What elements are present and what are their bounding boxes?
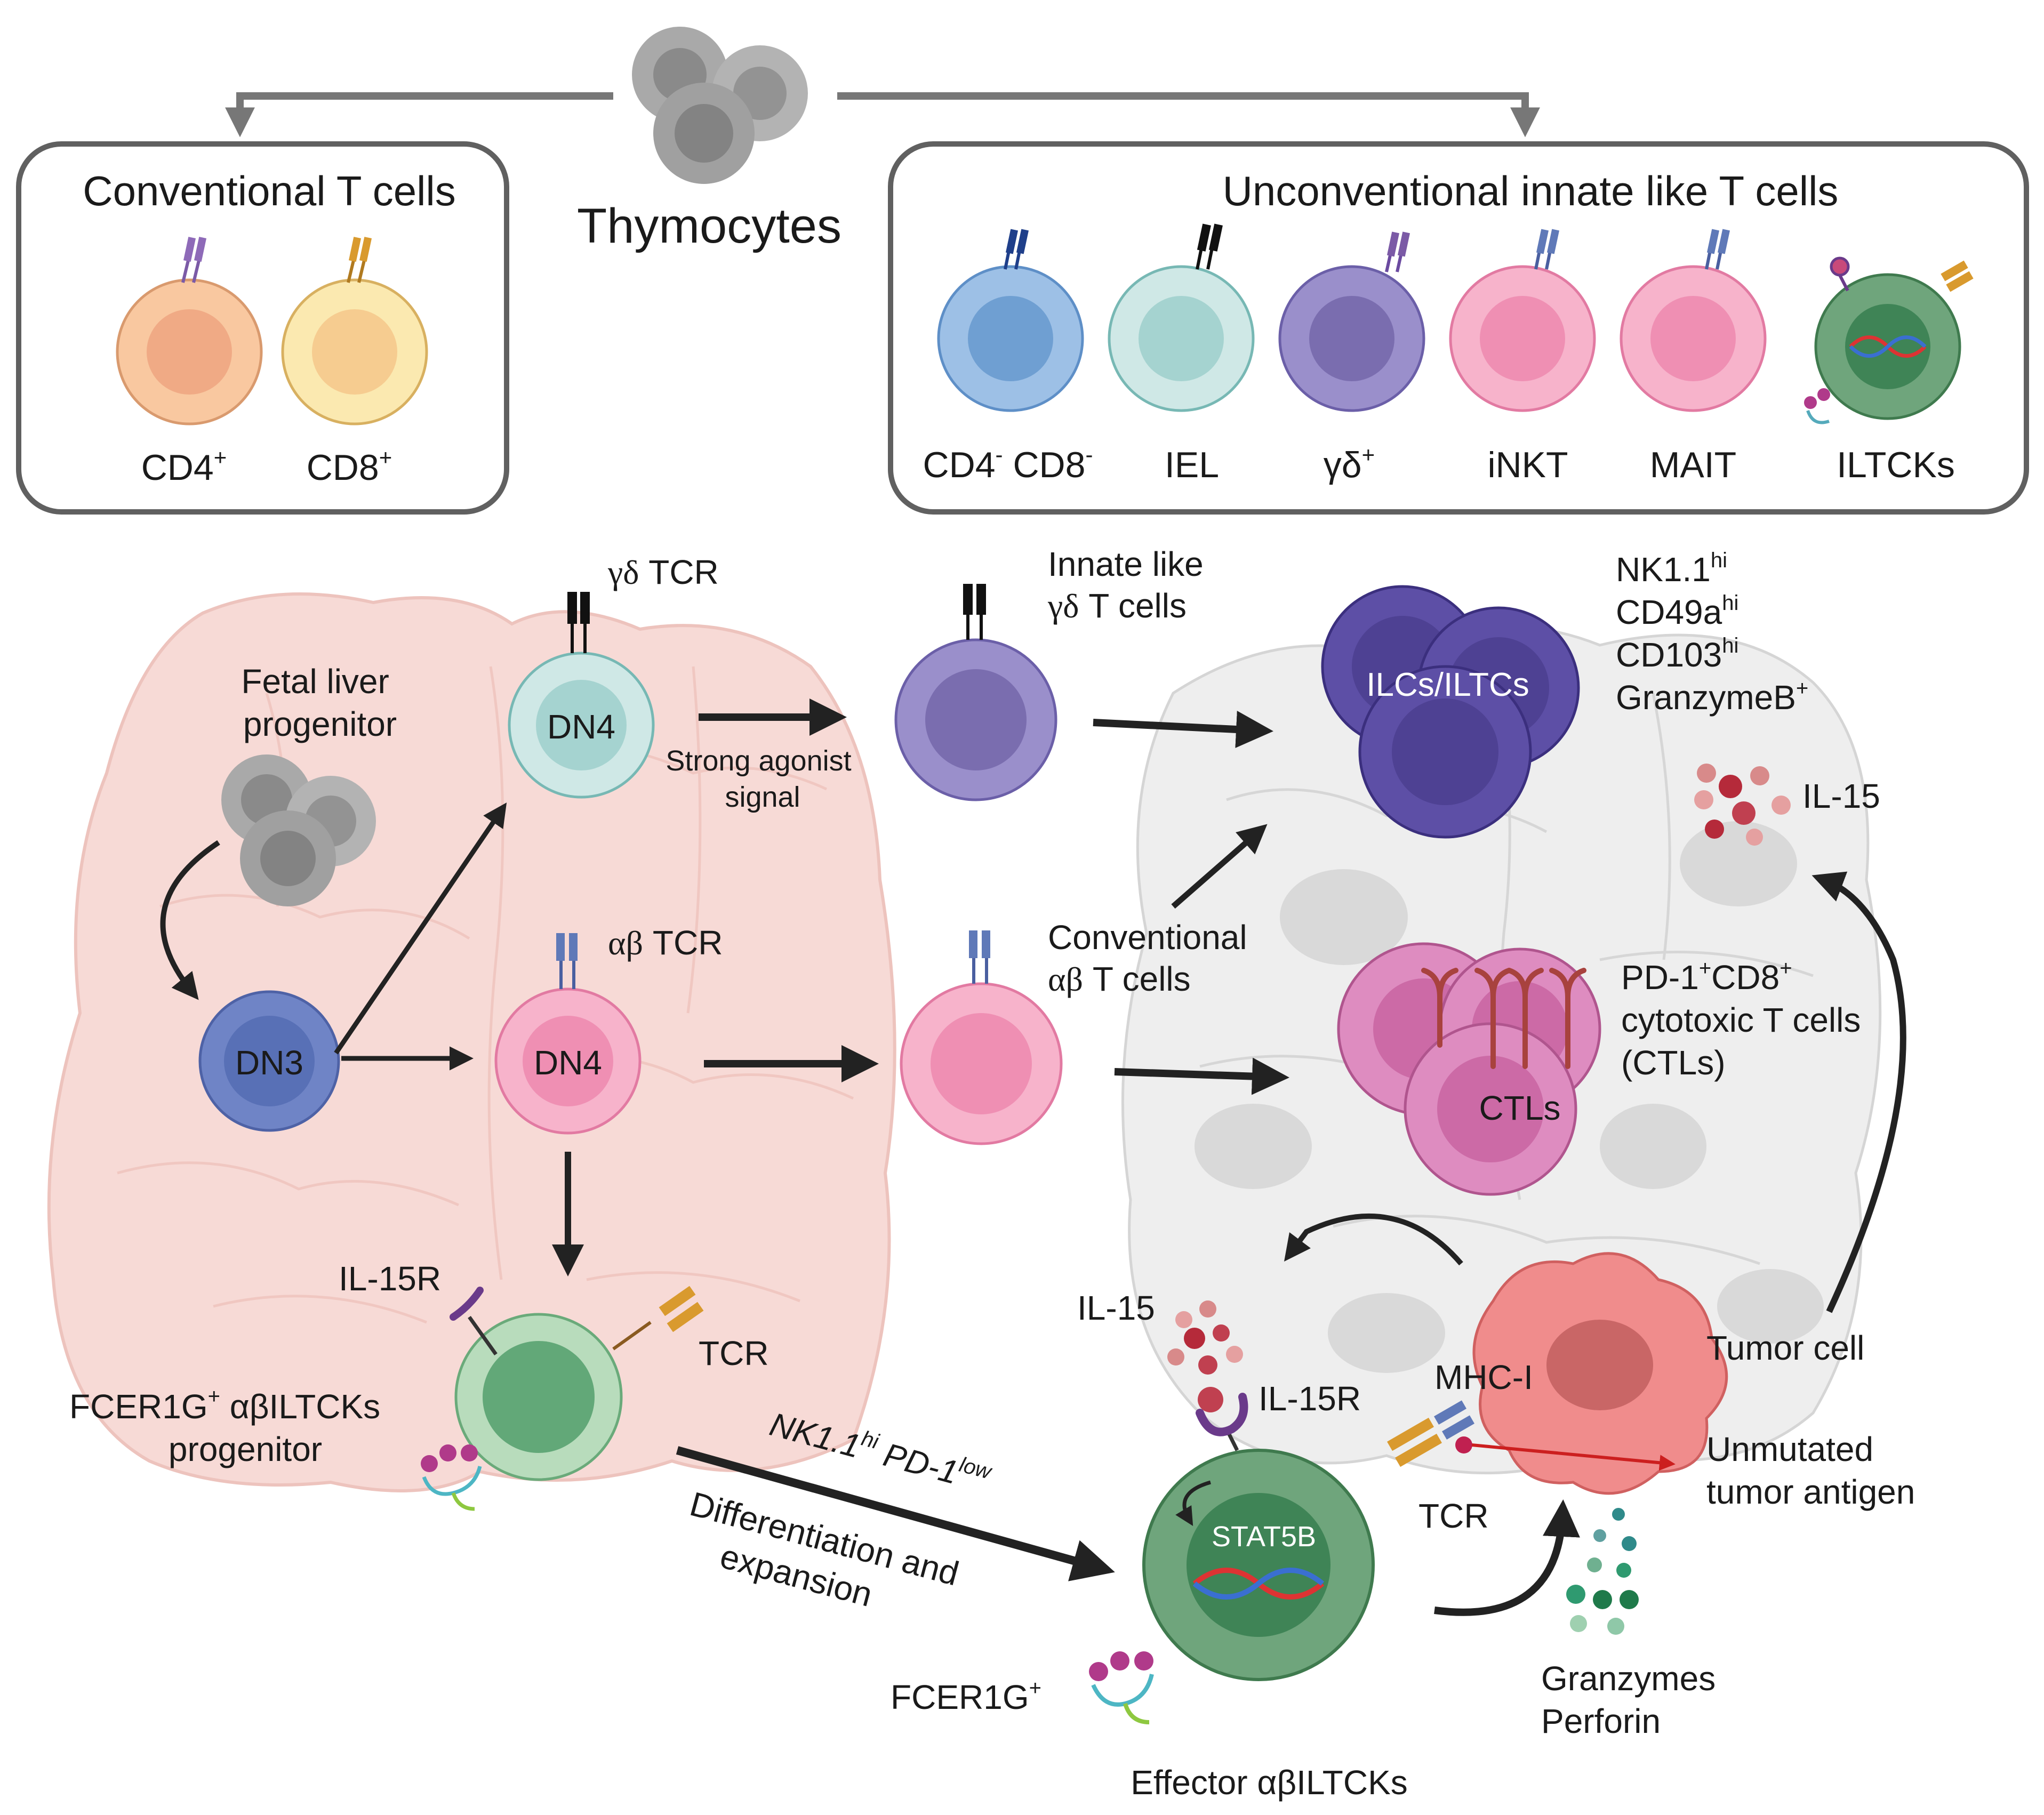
strong-agonist-label: Strong agonist signal xyxy=(666,745,859,813)
gd-tcr-label: γδ TCR xyxy=(607,553,719,591)
iel-label: IEL xyxy=(1165,445,1219,485)
iltcks-cell-icon xyxy=(1804,256,1974,424)
ctls-label: CTLs xyxy=(1479,1089,1561,1127)
ilc-markers-label: NK1.1hi CD49ahi CD103hi GranzymeB+ xyxy=(1616,536,1808,717)
mait-label: MAIT xyxy=(1650,445,1736,485)
unmutated-label: Unmutated tumor antigen xyxy=(1706,1430,1915,1511)
granzymes-label: Granzymes Perforin xyxy=(1541,1659,1725,1740)
arrow-progenitor-to-dn3 xyxy=(160,840,220,1000)
il15-bottom-dots-icon xyxy=(1167,1300,1243,1375)
iltck-progenitor-cell-icon xyxy=(421,1286,704,1511)
cd8-cell-icon xyxy=(281,237,428,425)
innate-like-gd-label: Innate like γδ T cells xyxy=(1047,545,1213,625)
inkt-label: iNKT xyxy=(1487,445,1568,485)
dn4-ab-label: DN4 xyxy=(534,1043,602,1082)
fcer1g-label: FCER1G+ xyxy=(891,1676,1041,1716)
dn3-cell-icon xyxy=(198,990,340,1132)
gamma-delta-label: γδ+ xyxy=(1324,442,1375,485)
arrow-effector-to-tumor xyxy=(1434,1499,1580,1616)
arrow-dn3-to-dn4-gd xyxy=(334,802,507,1055)
ctls-cluster-icon xyxy=(1337,942,1601,1196)
ctl-description-label: PD-1+CD8+ cytotoxic T cells (CTLs) xyxy=(1621,944,1870,1082)
arrow-unmutated-antigen xyxy=(1471,1443,1676,1471)
granzyme-perforin-dots-icon xyxy=(1566,1508,1639,1635)
dn3-label: DN3 xyxy=(235,1043,303,1082)
conventional-t-cells-box xyxy=(16,141,509,515)
arrow-conventional-to-ilcs xyxy=(1171,824,1268,909)
dn4-gd-label: DN4 xyxy=(547,708,615,746)
tcr-bottom-label: TCR xyxy=(1418,1497,1489,1535)
stat5b-label: STAT5B xyxy=(1212,1521,1316,1553)
arrow-differentiation-expansion xyxy=(676,1446,1115,1581)
inkt-cell-icon xyxy=(1449,229,1596,412)
cd8-label: CD8+ xyxy=(307,445,392,488)
cd4-label: CD4+ xyxy=(141,445,227,488)
arrow-innate-gd-to-ilcs xyxy=(1093,711,1273,748)
mait-cell-icon xyxy=(1620,229,1767,412)
arrow-to-conventional xyxy=(225,92,613,138)
arrow-to-unconventional xyxy=(837,92,1540,138)
iel-cell-icon xyxy=(1108,223,1255,412)
thymocytes-label: Thymocytes xyxy=(577,199,841,253)
conventional-ab-t-cell-icon xyxy=(900,930,1063,1145)
cd4-cell-icon xyxy=(116,237,263,425)
unconventional-t-cells-box xyxy=(888,141,2029,515)
iltck-progenitor-label-line2: progenitor xyxy=(169,1430,322,1468)
il15-top-dots-icon xyxy=(1694,764,1791,846)
fetal-liver-progenitor-label: Fetal liver progenitor xyxy=(241,662,398,743)
ab-tcr-label: αβ TCR xyxy=(608,923,723,962)
il15r-bottom-label: IL-15R xyxy=(1259,1379,1361,1418)
arrow-tumor-to-il15 xyxy=(1284,1213,1463,1266)
fetal-liver-progenitor-cluster-icon xyxy=(221,754,376,906)
innate-like-gd-t-cell-icon xyxy=(894,584,1057,801)
il15r-label: IL-15R xyxy=(339,1259,441,1298)
dn4-ab-cell-icon xyxy=(494,933,642,1135)
il15-bottom-label: IL-15 xyxy=(1077,1289,1155,1327)
arrow-tumor-to-il15-top xyxy=(1811,871,1906,1313)
unconventional-title: Unconventional innate like T cells xyxy=(1223,167,1839,214)
ilcs-iltcs-cluster-icon xyxy=(1321,585,1580,839)
conventional-title: Conventional T cells xyxy=(83,167,456,214)
iltck-progenitor-label: FCER1G+ αβILTCKs xyxy=(69,1385,380,1426)
effector-label: Effector αβILTCKs xyxy=(1131,1763,1408,1802)
mhc-label: MHC-I xyxy=(1434,1358,1533,1396)
il15-top-label: IL-15 xyxy=(1802,777,1880,815)
conventional-ab-label: Conventional αβ T cells xyxy=(1048,918,1256,998)
arrow-conventional-to-ctls xyxy=(1114,1057,1289,1095)
effector-iltck-cell-icon xyxy=(1089,1387,1474,1724)
dn4-gd-cell-icon xyxy=(508,592,655,799)
tumor-cell-icon xyxy=(1472,1252,1728,1495)
tcr-label: TCR xyxy=(699,1334,769,1372)
differentiation-label: Differentiation and expansion xyxy=(675,1484,972,1637)
gamma-delta-cell-icon xyxy=(1278,231,1425,412)
thymocytes-cluster-icon xyxy=(632,27,808,184)
ilcs-label: ILCs/ILTCs xyxy=(1366,666,1529,703)
iltcks-label: ILTCKs xyxy=(1837,445,1955,485)
double-negative-cell-icon xyxy=(937,229,1084,412)
tumor-cell-label: Tumor cell xyxy=(1706,1329,1864,1367)
cd4-cd8-label: CD4- CD8- xyxy=(923,442,1093,485)
